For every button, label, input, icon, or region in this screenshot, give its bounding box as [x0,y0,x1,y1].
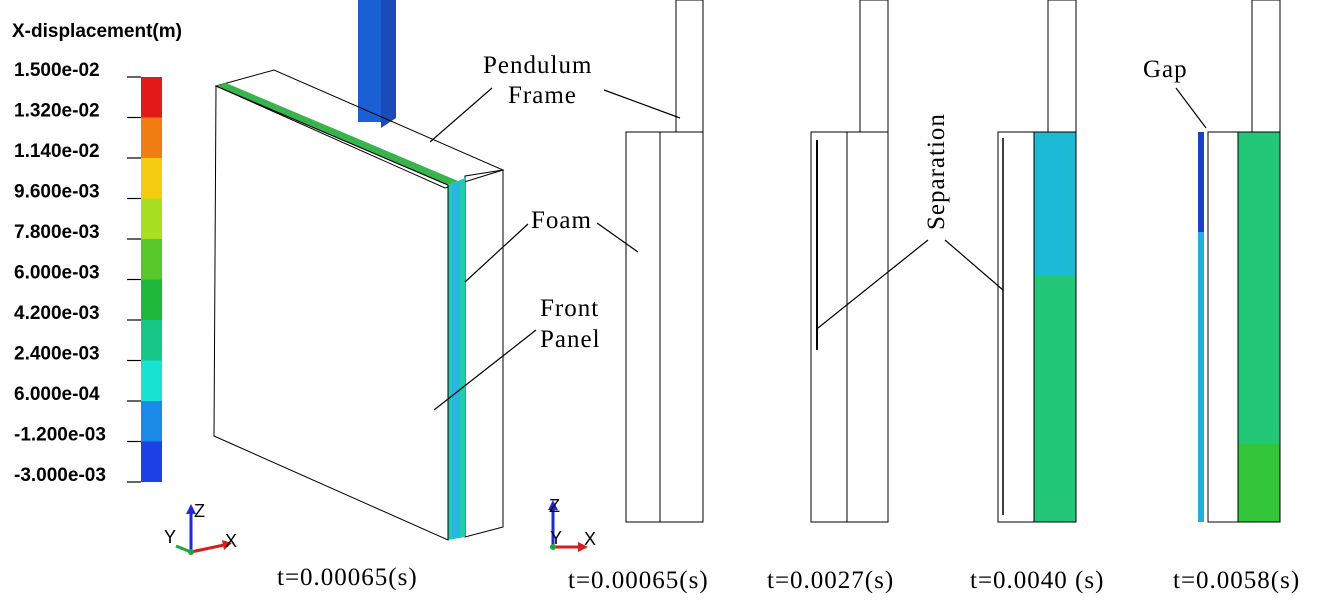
frame-4-upper [1238,132,1280,444]
callout-gap: Gap [1143,56,1188,83]
plate-top-edge [216,83,458,185]
triad2-z-label: Z [549,496,560,516]
detached-panel-4 [1198,132,1204,522]
leader-foam-section [596,222,639,253]
leader-foam-iso [464,223,529,283]
legend-band-1 [141,117,162,158]
section-view-2 [810,0,889,523]
legend-tick-label: 4.200e-03 [14,303,100,324]
legend-tick-label: 1.140e-02 [14,141,100,162]
frame-3-lower [1034,276,1076,522]
callout-foam: Foam [531,207,592,234]
leader-separation-3 [944,239,1004,291]
legend-band-6 [141,320,162,361]
legend-tick-label: 6.000e-03 [14,263,100,284]
section-view-1 [625,0,704,523]
time-label-1: t=0.00065(s) [568,567,709,594]
legend-tick-label: -1.200e-03 [14,425,106,446]
legend-band-5 [141,279,162,320]
panel-foam-1 [625,131,661,523]
legend-band-9 [141,441,162,482]
axis-triad-section: Z Y X [548,496,596,552]
time-label-3: t=0.0040 (s) [970,567,1104,594]
frame-side-face [464,169,504,538]
legend-band-0 [141,77,162,118]
time-label-iso: t=0.00065(s) [277,564,418,591]
detached-panel-4-top [1198,132,1204,232]
frame-3-upper [1034,132,1076,276]
triad-z-label: Z [194,501,205,521]
panel-foam-4 [1207,131,1239,523]
callouts: Pendulum Frame Foam Front Panel Separati… [429,52,1207,411]
callout-pendulum-line1: Pendulum [483,52,592,79]
legend-tick-label: 1.500e-02 [14,60,100,81]
time-label-2: t=0.0027(s) [767,567,894,594]
triad2-x-label: X [584,529,596,549]
triad-y-label: Y [164,527,176,547]
panel-foam-3 [997,131,1035,523]
arm-3 [1047,0,1077,133]
iso-panel-view [213,0,505,541]
legend-tick-label: 6.000e-04 [14,384,100,405]
legend-band-2 [141,158,162,199]
callout-front-line1: Front [540,295,599,322]
z-arrow-head-2 [548,500,558,510]
frame-1 [659,131,704,523]
frame-2 [846,131,889,523]
leader-gap [1175,87,1207,129]
section-view-3 [997,0,1077,523]
leader-separation-2 [817,239,929,329]
z-arrow-head [186,504,196,514]
legend-band-8 [141,401,162,442]
axis-triad-iso: Z Y X [164,501,237,555]
time-labels: t=0.00065(s) t=0.00065(s) t=0.0027(s) t=… [277,564,1300,594]
frame-4-lower [1238,444,1280,522]
color-legend: X-displacement(m) 1.500e-02 1.320e-02 1.14… [12,21,182,486]
triad2-y-label: Y [550,528,562,548]
legend-tick-label: 2.400e-03 [14,344,100,365]
plate-top-line [215,85,449,186]
pendulum-arm-side [381,0,396,128]
section-view-4 [1198,0,1281,523]
arm-4 [1251,0,1281,133]
pendulum-arm-front [358,0,381,122]
triad-x-label: X [225,531,237,551]
legend-band-7 [141,360,162,401]
arm-2 [859,0,889,133]
legend-title: X-displacement(m) [12,21,182,42]
leader-pendulum-section [603,89,681,119]
legend-tick-label: 7.800e-03 [14,222,100,243]
arm-1 [675,0,704,133]
legend-band-3 [141,198,162,239]
legend-tick-labels: 1.500e-02 1.320e-02 1.140e-02 9.600e-03 7.80… [14,60,141,486]
panel-foam-2 [810,131,848,523]
triad-origin-2 [550,544,556,550]
leader-pendulum-iso [429,87,493,143]
legend-tick-label: 9.600e-03 [14,182,100,203]
legend-band-4 [141,239,162,280]
legend-tick-label: 1.320e-02 [14,101,100,122]
x-arrow-head [222,540,232,550]
legend-tick-label: -3.000e-03 [14,465,106,486]
callout-panel-line2: Panel [540,326,601,353]
time-label-4: t=0.0058(s) [1173,567,1300,594]
legend-color-bar [141,77,162,482]
triad-origin [188,549,194,555]
foam-side-inner [452,181,460,538]
x-arrow-head-2 [578,542,588,552]
front-panel-plate [213,85,449,541]
callout-frame-line2: Frame [508,82,577,109]
x-axis-arrow [190,543,225,554]
callout-separation: Separation [923,113,950,230]
leader-front-panel [433,329,537,411]
